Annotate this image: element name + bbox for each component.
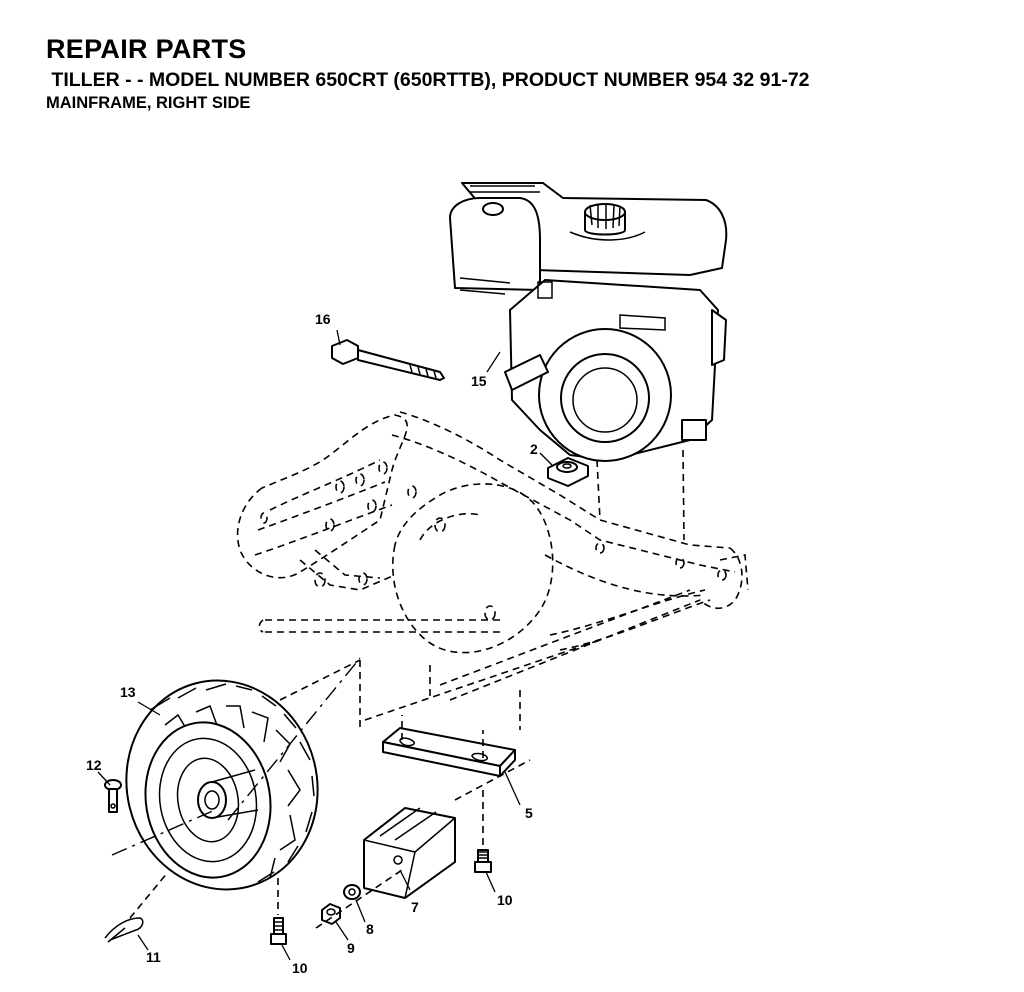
callout-10-right: 10	[497, 892, 513, 908]
callout-15: 15	[471, 373, 487, 389]
callout-leaders	[97, 329, 553, 961]
tiller-frame-phantom	[236, 411, 749, 730]
model-subtitle: TILLER - - MODEL NUMBER 650CRT (650RTTB)…	[46, 69, 810, 91]
callout-11: 11	[146, 949, 161, 965]
page-header: REPAIR PARTS TILLER - - MODEL NUMBER 650…	[46, 34, 810, 114]
engine	[449, 182, 728, 462]
callout-labels: 16 15 2 13 12 5 10 7 8 9 10 11	[86, 311, 538, 976]
part-2-flange-nut	[547, 457, 589, 487]
part-12-clevis-pin	[104, 779, 122, 813]
callout-13: 13	[120, 684, 136, 700]
callout-7: 7	[411, 899, 419, 915]
page-title: REPAIR PARTS	[46, 34, 247, 64]
callout-9: 9	[347, 940, 355, 956]
part-11-hairpin-clip	[104, 871, 169, 943]
callout-16: 16	[315, 311, 331, 327]
part-16-cable-tie	[331, 339, 445, 381]
callout-5: 5	[525, 805, 533, 821]
part-7-weight-block	[363, 807, 456, 899]
part-10-bolt-right	[474, 790, 492, 873]
part-9-hex-nut	[321, 903, 341, 925]
callout-2: 2	[530, 441, 538, 457]
part-10-bolt-left	[270, 878, 287, 945]
part-13-wheel-assembly	[125, 679, 319, 891]
frame-bolt-holes	[260, 461, 727, 621]
section-title: MAINFRAME, RIGHT SIDE	[46, 94, 251, 112]
callout-10-left: 10	[292, 960, 308, 976]
part-8-lock-washer	[343, 884, 361, 900]
callout-8: 8	[366, 921, 374, 937]
part-5-bracket	[382, 715, 516, 777]
callout-12: 12	[86, 757, 102, 773]
